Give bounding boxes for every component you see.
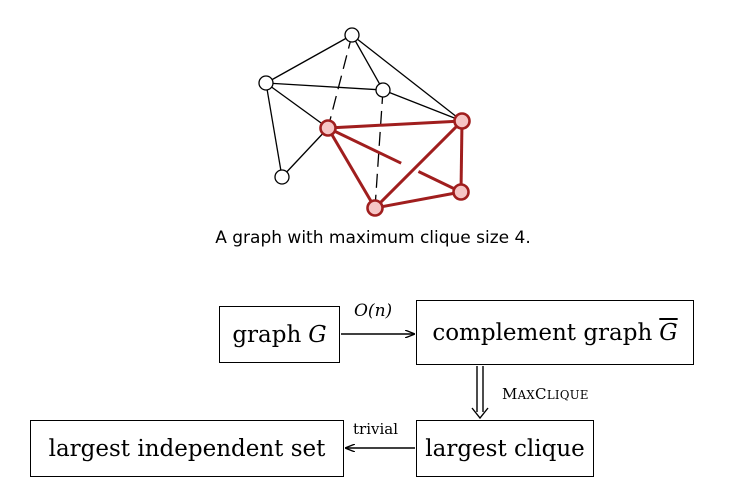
largest-clique-label: largest clique — [425, 435, 585, 462]
graph-edge-n5-n8 — [327, 126, 402, 165]
arrow-complement-to-clique-head — [471, 407, 489, 420]
graph-edge-n1-n6 — [351, 34, 463, 122]
largest-clique-box: largest clique — [416, 420, 594, 477]
graph-edge-n1-n2 — [265, 34, 353, 84]
graph-edge-n7-n8 — [374, 190, 462, 210]
largest-independent-set-box: largest independent set — [30, 420, 344, 477]
graph-node-n8 — [452, 183, 470, 201]
graph-node-n4 — [274, 169, 290, 185]
graph-g-label: graph — [232, 321, 302, 348]
graph-caption: A graph with maximum clique size 4. — [215, 228, 531, 248]
graph-edge-n1-n3 — [351, 34, 384, 91]
arrow-on-label: O(n) — [354, 301, 393, 321]
graph-node-n2 — [258, 75, 274, 91]
graph-edge-n3-n7 — [374, 89, 384, 209]
graph-node-n6 — [453, 112, 471, 130]
complement-graph-label: complement graph — [432, 319, 653, 346]
graph-node-n1 — [344, 27, 360, 43]
graph-edge-n2-n3 — [265, 82, 384, 91]
graph-node-n5 — [319, 119, 337, 137]
graph-edge-n4-n5 — [281, 127, 329, 178]
graph-edge-n6-n7 — [373, 119, 464, 210]
graph-edge-n2-n4 — [265, 82, 283, 178]
graph-edge-n5-n7 — [326, 127, 377, 209]
graph-edge-n2-n5 — [265, 82, 329, 129]
graph-node-n3 — [375, 82, 391, 98]
graph-edge-n1-n5 — [327, 34, 353, 129]
largest-independent-set-label: largest independent set — [48, 435, 326, 462]
graph-edge-n3-n6 — [382, 89, 463, 122]
graph-g-symbol: G — [308, 321, 327, 348]
arrow-trivial-label: trivial — [353, 420, 399, 438]
graph-node-n7 — [366, 199, 384, 217]
maxclique-text: MAXCLIQUE — [502, 385, 589, 403]
example-graph — [258, 27, 471, 217]
arrow-maxclique-label: MAXCLIQUE — [502, 385, 589, 403]
graph-edge-n5-n6 — [327, 119, 463, 130]
complement-graph-symbol: G — [659, 319, 678, 346]
graph-edge-n6-n8 — [459, 120, 464, 193]
